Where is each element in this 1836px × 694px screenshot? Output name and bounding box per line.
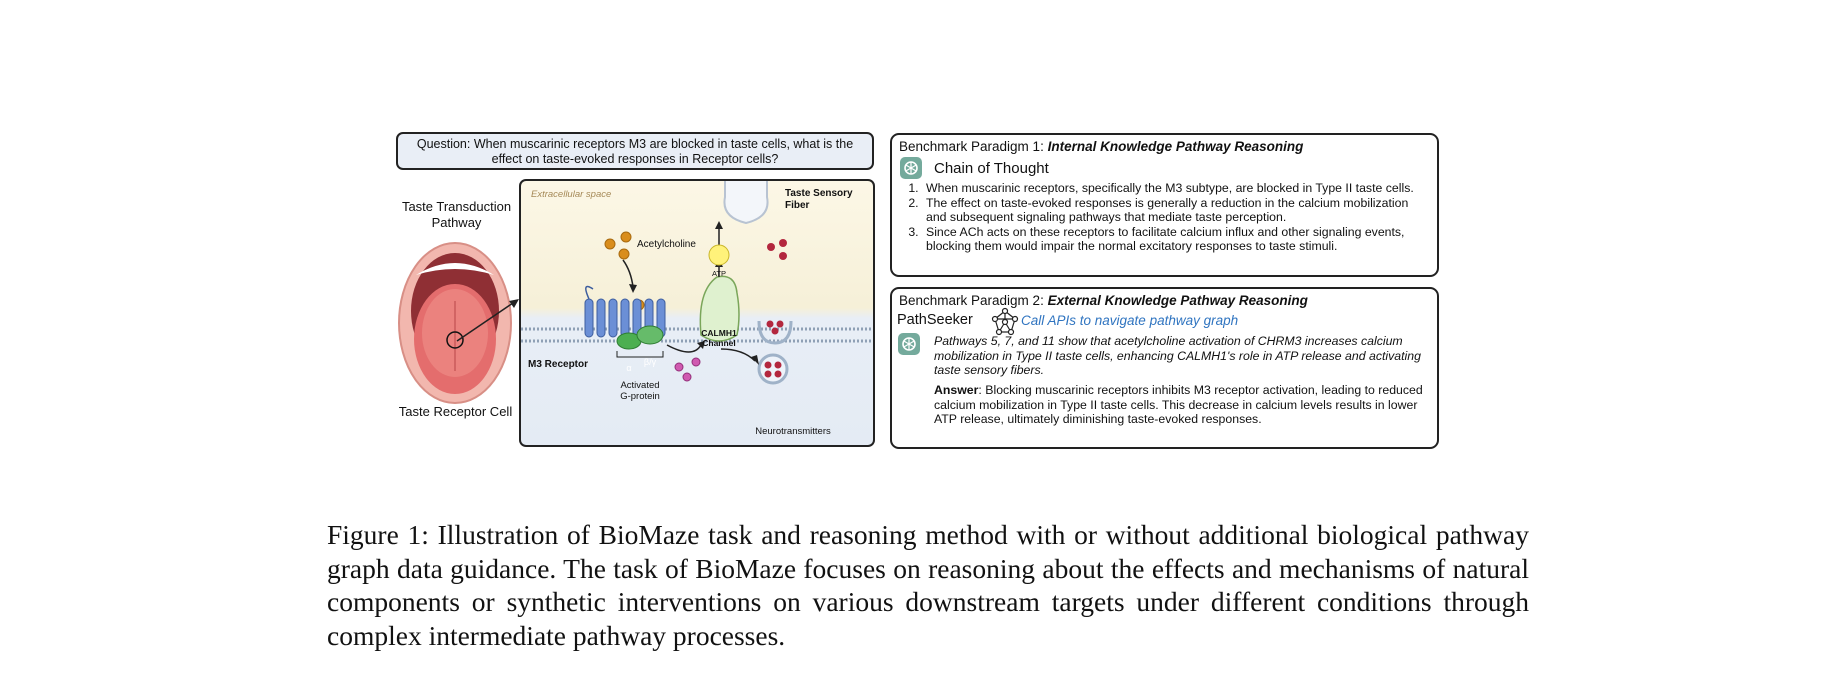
answer-body: : Blocking muscarinic receptors inhibits… <box>934 383 1423 427</box>
fiber-label: Taste Sensory Fiber <box>785 188 853 211</box>
alpha-label: α <box>626 363 632 373</box>
calcium-ions <box>674 357 701 382</box>
chatgpt-icon <box>900 157 922 179</box>
extracellular-label: Extracellular space <box>531 189 612 200</box>
paradigm1-title: Benchmark Paradigm 1: Internal Knowledge… <box>899 139 1303 154</box>
vesicle-dots <box>767 239 787 260</box>
chatgpt-icon <box>898 333 920 355</box>
calmh1-channel-shape <box>699 275 740 342</box>
receptor-label: M3 Receptor <box>528 359 589 370</box>
channel-label: CALMH1 Channel <box>701 328 737 348</box>
paradigm2-name: External Knowledge Pathway Reasoning <box>1047 293 1308 308</box>
paradigm2-title: Benchmark Paradigm 2: External Knowledge… <box>899 293 1308 308</box>
neurotransmitters-label: Neurotransmitters <box>755 426 831 437</box>
beta-label: β/γ <box>643 357 657 367</box>
cell-membrane <box>521 327 873 343</box>
cot-step: The effect on taste-evoked responses is … <box>922 196 1427 225</box>
sensory-fiber-shape <box>723 181 769 225</box>
question-box: Question: When muscarinic receptors M3 a… <box>396 132 874 170</box>
cot-steps: When muscarinic receptors, specifically … <box>902 181 1427 254</box>
atp-circle <box>708 244 730 266</box>
acetylcholine-label: Acetylcholine <box>637 239 696 250</box>
graph-network-icon <box>991 307 1019 336</box>
call-apis-text: Call APIs to navigate pathway graph <box>1021 313 1239 328</box>
paradigm1-prefix: Benchmark Paradigm 1: <box>899 139 1048 154</box>
atp-label: ATP <box>711 269 727 278</box>
cot-step: Since ACh acts on these receptors to fac… <box>922 225 1427 254</box>
paradigm1-name: Internal Knowledge Pathway Reasoning <box>1047 139 1304 154</box>
figure-caption: Figure 1: Illustration of BioMaze task a… <box>327 519 1529 651</box>
paradigm2-box: Benchmark Paradigm 2: External Knowledge… <box>890 287 1439 449</box>
g-beta-shape <box>636 325 664 345</box>
gprotein-label: Activated G-protein <box>620 380 660 402</box>
paradigm2-prefix: Benchmark Paradigm 2: <box>899 293 1048 308</box>
pathway-reasoning: Pathways 5, 7, and 11 show that acetylch… <box>934 334 1421 378</box>
vesicle-shape <box>757 353 789 385</box>
pathway-diagram <box>521 181 873 385</box>
paradigm1-box: Benchmark Paradigm 1: Internal Knowledge… <box>890 133 1439 277</box>
answer-text: Answer: Blocking muscarinic receptors in… <box>934 383 1434 427</box>
cell-label: Taste Receptor Cell <box>398 404 513 419</box>
pathway-panel: Extracellular space Acetylcholine Taste … <box>519 179 875 447</box>
answer-label: Answer <box>934 383 979 397</box>
pathseeker-label: PathSeeker <box>897 312 973 328</box>
ach-arrow <box>622 259 634 288</box>
zoom-arrow <box>456 299 519 342</box>
cot-title: Chain of Thought <box>934 160 1049 177</box>
pathway-label: Taste Transduction Pathway <box>401 199 512 230</box>
cot-step: When muscarinic receptors, specifically … <box>922 181 1427 196</box>
m3-receptor-shape <box>584 298 666 338</box>
mouth-illustration <box>398 242 512 404</box>
